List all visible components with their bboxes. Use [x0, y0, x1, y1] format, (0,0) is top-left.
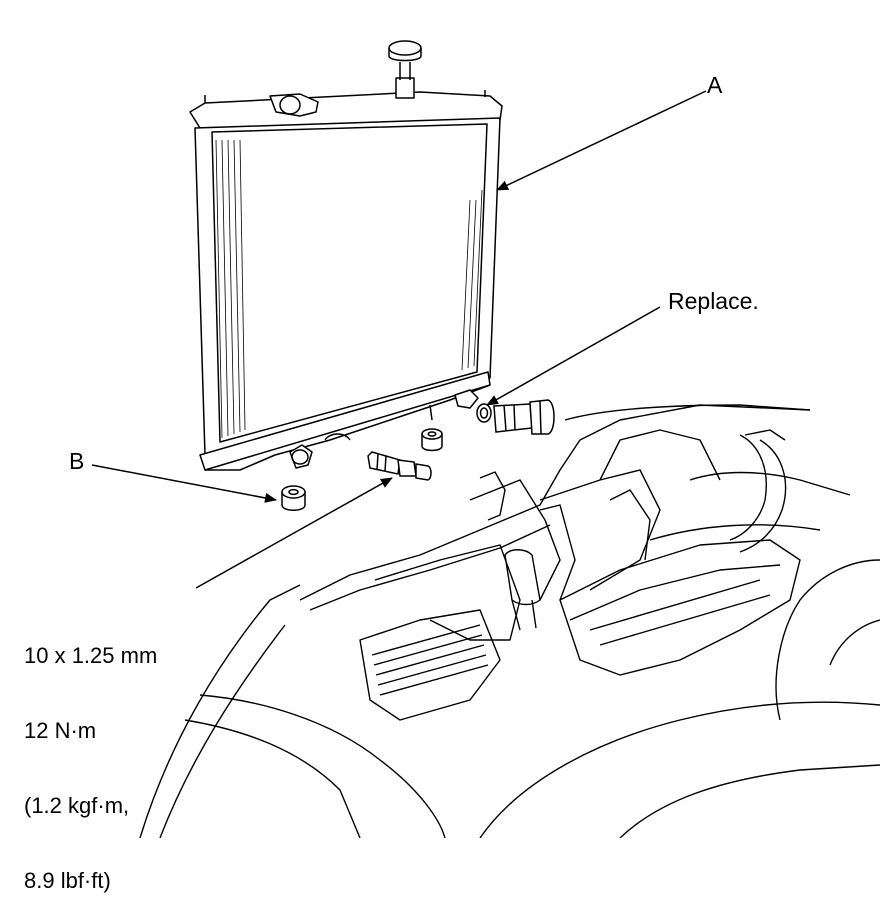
callout-replace-label: Replace. — [668, 288, 759, 314]
engine-bay — [140, 405, 880, 838]
leader-b — [92, 465, 277, 503]
drain-bolt — [368, 452, 431, 480]
torque-spec: 10 x 1.25 mm 12 N·m (1.2 kgf·m, 8.9 lbf·… — [24, 593, 157, 918]
o-ring — [477, 404, 491, 422]
mount-cushion — [422, 429, 442, 451]
radiator — [190, 41, 502, 470]
leader-lines — [92, 91, 706, 588]
torque-nm: 12 N·m — [24, 718, 97, 743]
coolant-fitting — [494, 400, 554, 434]
leader-torque — [196, 478, 393, 588]
lower-mount-cushion — [282, 486, 305, 510]
callout-b-label: B — [69, 448, 85, 474]
leader-a — [496, 91, 706, 190]
torque-kgfm: (1.2 kgf·m, — [24, 793, 130, 818]
radiator-removal-diagram — [0, 0, 880, 838]
torque-thread-size: 10 x 1.25 mm — [24, 643, 158, 668]
callout-a-label: A — [707, 72, 723, 98]
leader-replace — [486, 307, 660, 405]
torque-lbfft: 8.9 lbf·ft) — [24, 868, 111, 893]
